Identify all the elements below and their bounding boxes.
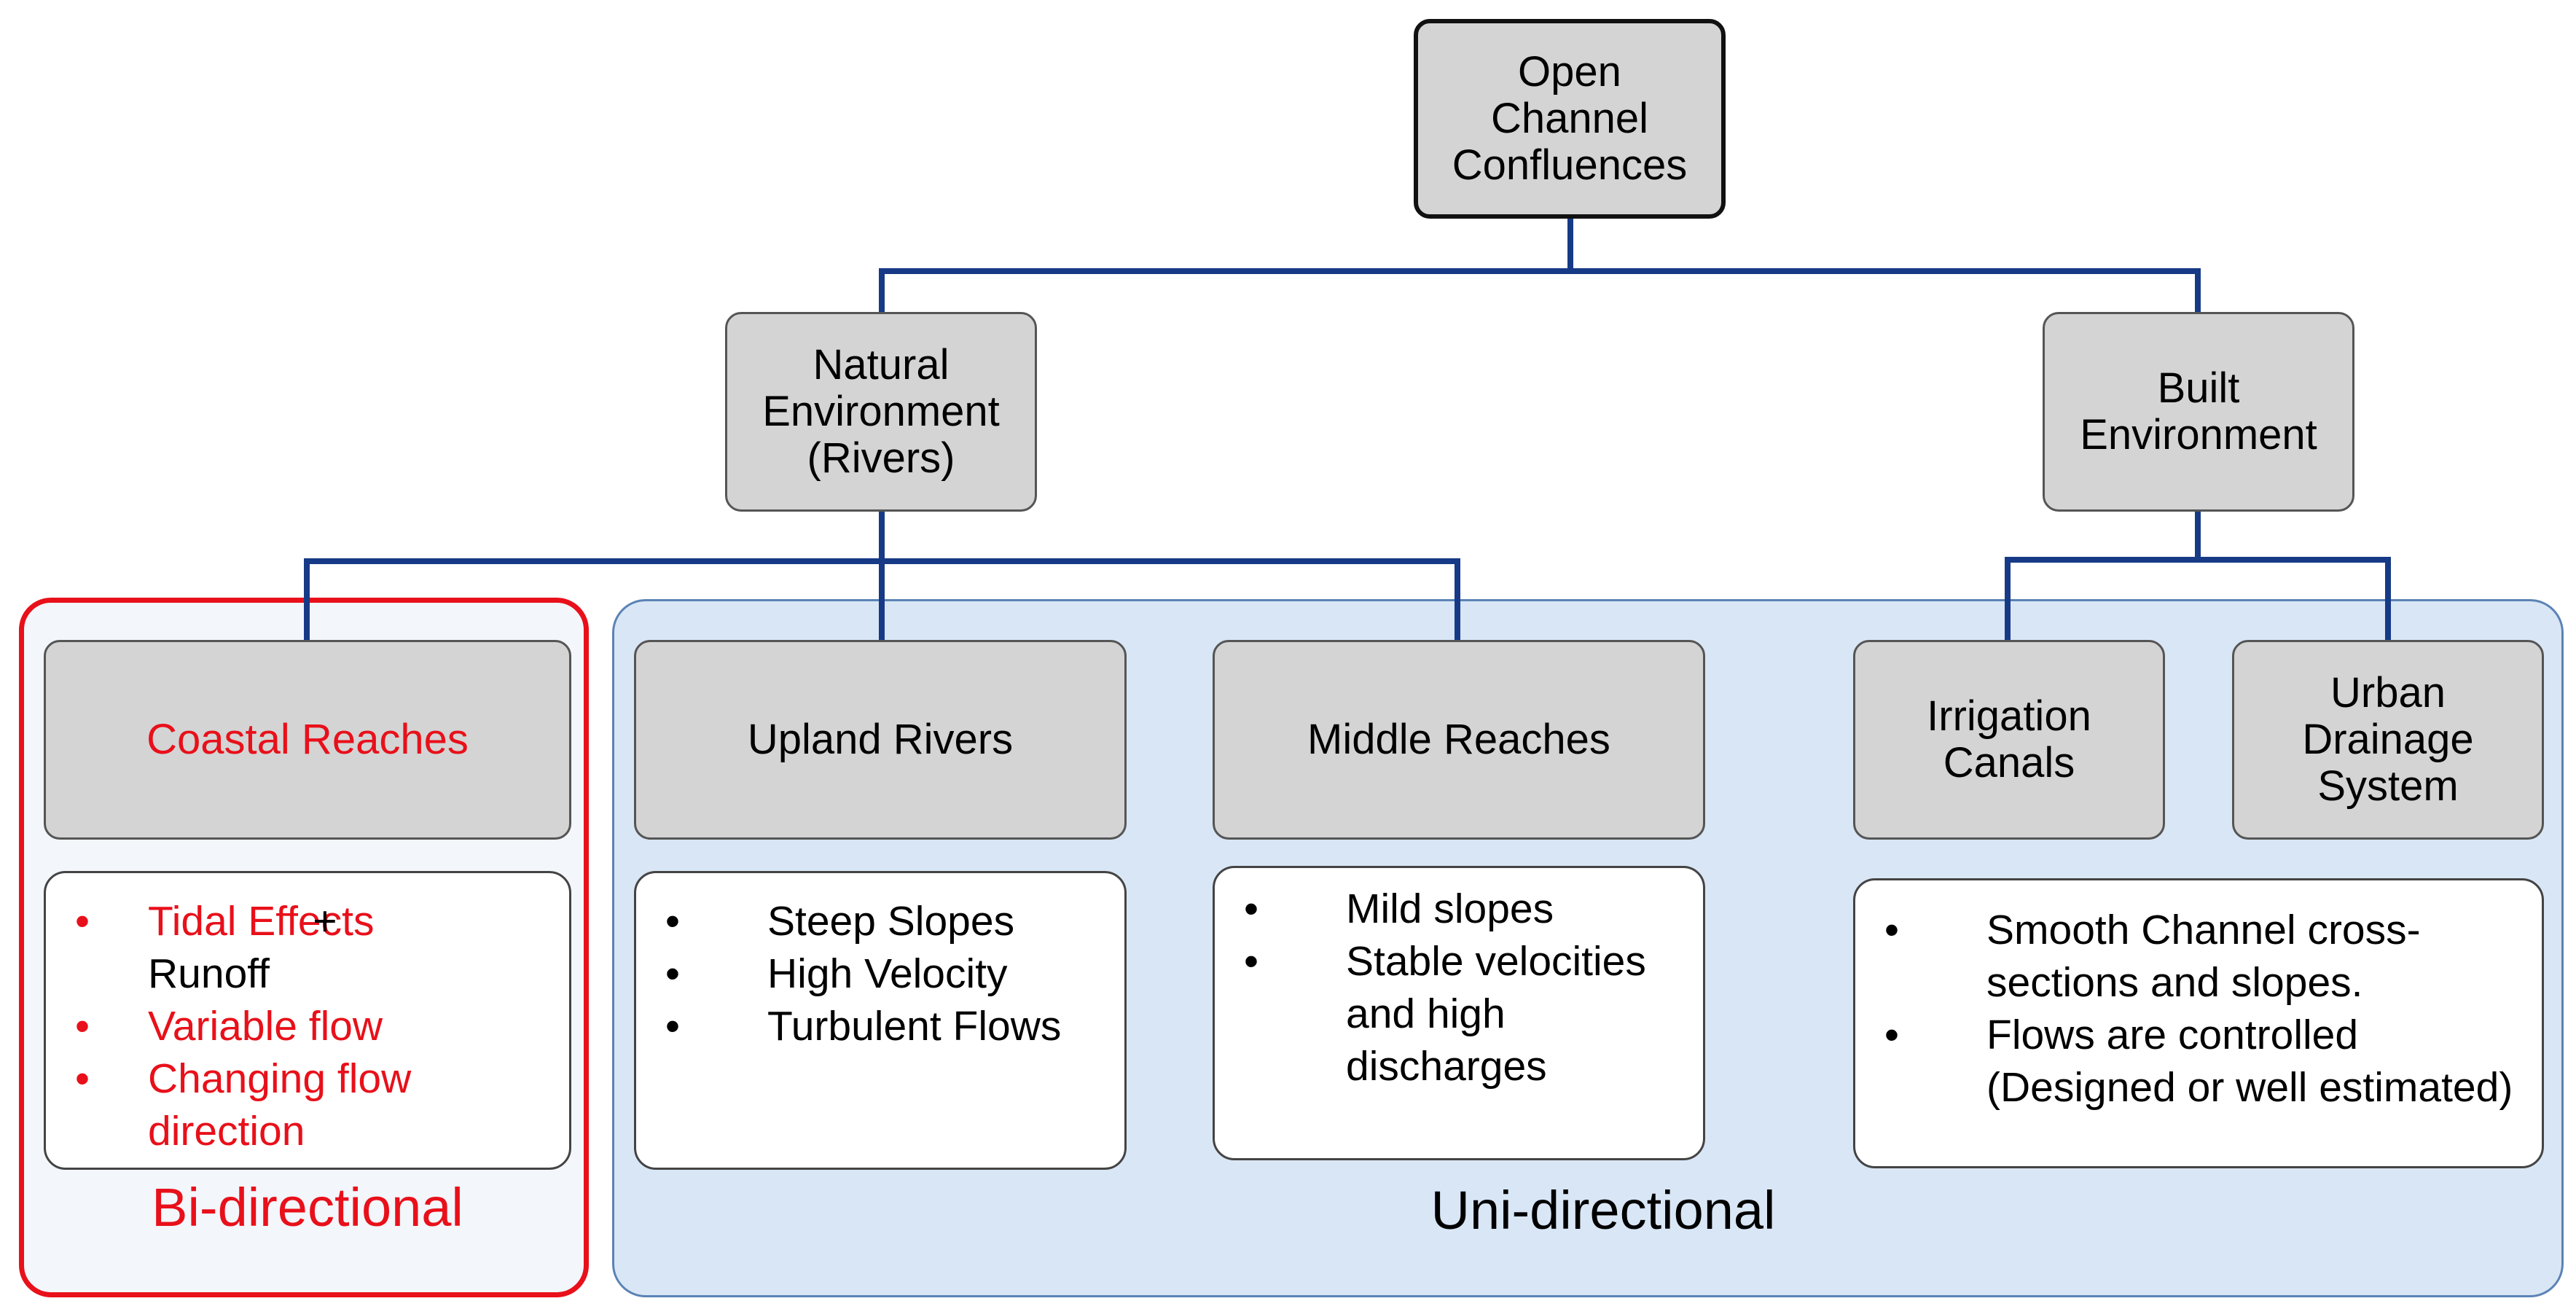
coastal-item-text: Variable flow (148, 1003, 383, 1050)
built-item-text: Smooth Channel cross- sections and slope… (1986, 907, 2421, 1006)
middle-item-text: Stable velocities and high discharges (1346, 938, 1646, 1090)
middle-reaches-bullet-list: • Mild slopes • Stable velocities and hi… (1244, 883, 1688, 1093)
upland-item-text: Steep Slopes (767, 898, 1015, 945)
irrigation-canals-label: Irrigation Canals (1927, 692, 2091, 786)
upland-item-text: High Velocity (767, 950, 1008, 997)
coastal-item-text: Changing flow direction (148, 1055, 412, 1154)
bullet-icon: • (1884, 907, 1899, 953)
coastal-item-suffix: + Runoff (148, 898, 337, 997)
urban-drainage-system-label: Urban Drainage System (2302, 669, 2474, 810)
node-built-environment: Built Environment (2043, 312, 2354, 512)
coastal-reaches-details-card: • Tidal Effects + Runoff • Variable flow… (44, 871, 571, 1170)
middle-item-text: Mild slopes (1346, 886, 1554, 932)
bi-directional-label: Bi-directional (152, 1177, 463, 1238)
natural-environment-label: Natural Environment (Rivers) (762, 341, 1000, 482)
middle-reaches-details-card: • Mild slopes • Stable velocities and hi… (1213, 866, 1705, 1160)
list-item: • Changing flow direction (75, 1052, 555, 1157)
bullet-icon: • (75, 898, 90, 945)
built-environment-details-card: • Smooth Channel cross- sections and slo… (1853, 878, 2544, 1168)
upland-rivers-label: Upland Rivers (747, 716, 1014, 763)
node-middle-reaches: Middle Reaches (1213, 640, 1705, 840)
bullet-icon: • (75, 1055, 90, 1102)
bullet-icon: • (1884, 1012, 1899, 1058)
root-node-open-channel-confluences: Open Channel Confluences (1414, 19, 1726, 219)
list-item: • Variable flow (75, 1000, 555, 1052)
list-item: • Stable velocities and high discharges (1244, 935, 1688, 1093)
coastal-item-text: Tidal Effects (148, 898, 375, 945)
built-environment-label: Built Environment (2080, 364, 2317, 458)
uni-directional-label: Uni-directional (1430, 1180, 1776, 1240)
bullet-icon: • (665, 950, 680, 997)
node-natural-environment: Natural Environment (Rivers) (725, 312, 1037, 512)
list-item: • Steep Slopes (665, 895, 1110, 947)
list-item: • High Velocity (665, 947, 1110, 1000)
coastal-reaches-bullet-list: • Tidal Effects + Runoff • Variable flow… (75, 895, 555, 1157)
middle-reaches-label: Middle Reaches (1307, 716, 1610, 763)
bullet-icon: • (1244, 938, 1258, 985)
bullet-icon: • (1244, 886, 1258, 932)
bullet-icon: • (665, 898, 680, 945)
built-item-text: Flows are controlled (Designed or well e… (1986, 1012, 2513, 1111)
list-item: • Flows are controlled (Designed or well… (1884, 1009, 2527, 1114)
node-irrigation-canals: Irrigation Canals (1853, 640, 2165, 840)
bullet-icon: • (665, 1003, 680, 1050)
root-node-label: Open Channel Confluences (1452, 48, 1688, 189)
list-item: • Tidal Effects + Runoff (75, 895, 555, 1000)
node-urban-drainage-system: Urban Drainage System (2232, 640, 2544, 840)
bullet-icon: • (75, 1003, 90, 1050)
built-environment-bullet-list: • Smooth Channel cross- sections and slo… (1884, 904, 2527, 1114)
node-upland-rivers: Upland Rivers (634, 640, 1127, 840)
upland-rivers-details-card: • Steep Slopes • High Velocity • Turbule… (634, 871, 1127, 1170)
node-coastal-reaches: Coastal Reaches (44, 640, 571, 840)
coastal-reaches-label: Coastal Reaches (146, 716, 469, 763)
upland-item-text: Turbulent Flows (767, 1003, 1062, 1050)
upland-rivers-bullet-list: • Steep Slopes • High Velocity • Turbule… (665, 895, 1110, 1052)
list-item: • Smooth Channel cross- sections and slo… (1884, 904, 2527, 1009)
list-item: • Mild slopes (1244, 883, 1688, 935)
list-item: • Turbulent Flows (665, 1000, 1110, 1052)
